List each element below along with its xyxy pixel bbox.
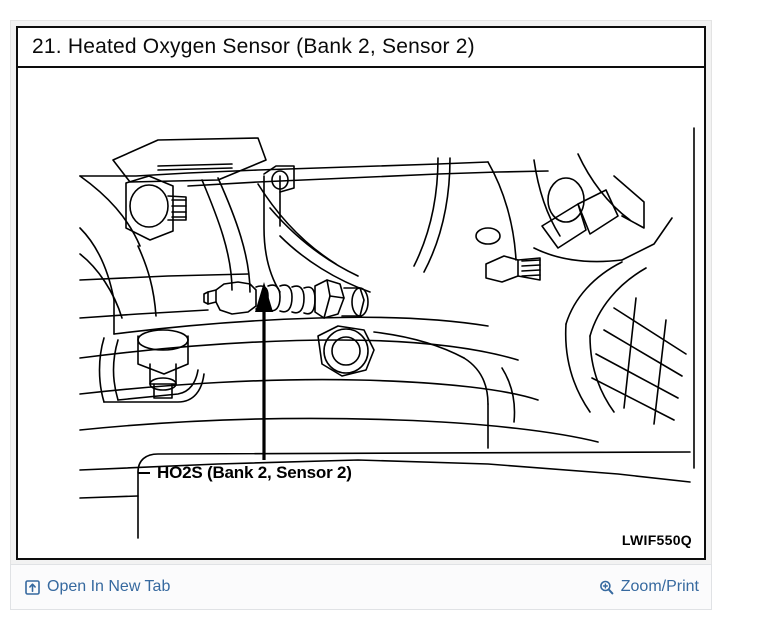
sensor-leader-line	[255, 282, 273, 460]
figure-frame: 21. Heated Oxygen Sensor (Bank 2, Sensor…	[16, 26, 706, 560]
open-in-new-tab-link[interactable]: Open In New Tab	[25, 578, 170, 596]
zoom-print-label: Zoom/Print	[620, 578, 699, 595]
caption-dash	[138, 472, 150, 474]
oxygen-sensor-diagram: Engine compartment line drawing showing …	[79, 127, 695, 539]
open-in-new-tab-label: Open In New Tab	[47, 578, 171, 595]
drawing-number: LWIF550Q	[621, 532, 692, 548]
zoom-print-link[interactable]: Zoom/Print	[599, 578, 699, 596]
figure-caption: HO2S (Bank 2, Sensor 2)	[157, 463, 352, 482]
magnifier-plus-icon	[599, 580, 614, 595]
figure-body: Engine compartment line drawing showing …	[18, 68, 704, 558]
image-viewer-panel: 21. Heated Oxygen Sensor (Bank 2, Sensor…	[10, 20, 712, 610]
open-in-new-tab-icon	[25, 579, 40, 595]
image-viewer-toolbar: Open In New Tab Zoom/Print	[10, 564, 712, 610]
figure-title-bar: 21. Heated Oxygen Sensor (Bank 2, Sensor…	[18, 28, 704, 68]
figure-title: 21. Heated Oxygen Sensor (Bank 2, Sensor…	[32, 35, 475, 58]
